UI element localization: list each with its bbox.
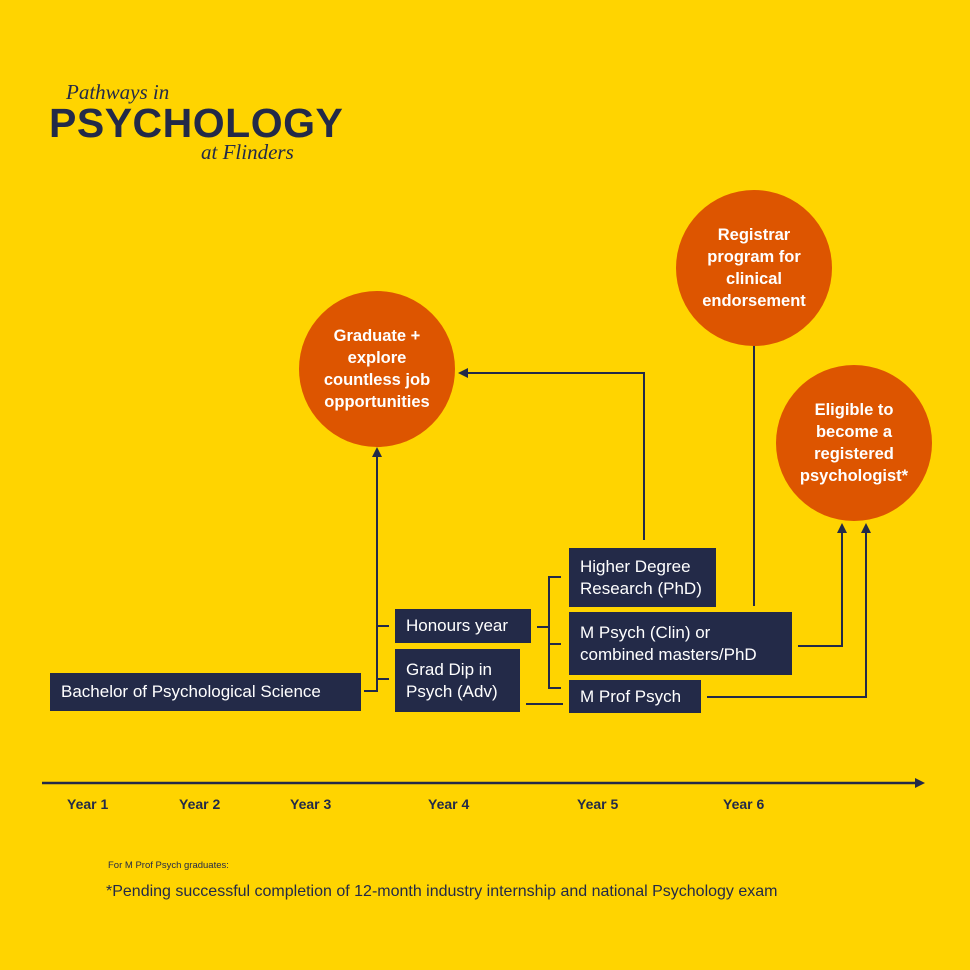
program-honours: Honours year (395, 609, 531, 643)
program-m-prof-psych: M Prof Psych (569, 680, 701, 713)
program-hdr-line1: Higher Degree (580, 556, 691, 576)
logo-tagline-top: Pathways in (66, 80, 170, 104)
program-m-prof-label: M Prof Psych (580, 686, 682, 706)
year-label: Year 5 (577, 796, 619, 812)
logo-tagline-bottom: at Flinders (201, 140, 294, 164)
year-label: Year 6 (723, 796, 765, 812)
program-m-psych-line1: M Psych (Clin) or (580, 622, 711, 642)
outcome-graduate-label: Graduate + explore countless job opportu… (323, 327, 431, 411)
program-grad-dip-line2: Psych (Adv) (406, 681, 498, 701)
program-honours-label: Honours year (406, 616, 509, 635)
year-label: Year 2 (179, 796, 221, 812)
program-m-psych-clin: M Psych (Clin) or combined masters/PhD (569, 612, 792, 675)
outcome-registrar: Registrar program for clinical endorseme… (676, 190, 832, 346)
program-hdr-line2: Research (PhD) (580, 578, 702, 598)
program-grad-dip-line1: Grad Dip in (406, 659, 492, 679)
program-bachelor-label: Bachelor of Psychological Science (61, 682, 321, 701)
program-grad-dip: Grad Dip in Psych (Adv) (395, 649, 520, 712)
year-label: Year 3 (290, 796, 332, 812)
year-label: Year 4 (428, 796, 470, 812)
outcome-eligible: Eligible to become a registered psycholo… (776, 365, 932, 521)
logo-title: PSYCHOLOGY (49, 100, 344, 146)
outcome-graduate: Graduate + explore countless job opportu… (299, 291, 455, 447)
footnote-text: *Pending successful completion of 12-mon… (106, 883, 778, 900)
footnote-heading: For M Prof Psych graduates: (108, 860, 229, 871)
year-label: Year 1 (67, 796, 109, 812)
program-m-psych-line2: combined masters/PhD (580, 644, 757, 664)
program-hdr: Higher Degree Research (PhD) (569, 548, 716, 607)
outcome-registrar-label: Registrar program for clinical endorseme… (702, 226, 806, 310)
program-bachelor: Bachelor of Psychological Science (50, 673, 361, 711)
outcome-eligible-label: Eligible to become a registered psycholo… (799, 401, 909, 485)
